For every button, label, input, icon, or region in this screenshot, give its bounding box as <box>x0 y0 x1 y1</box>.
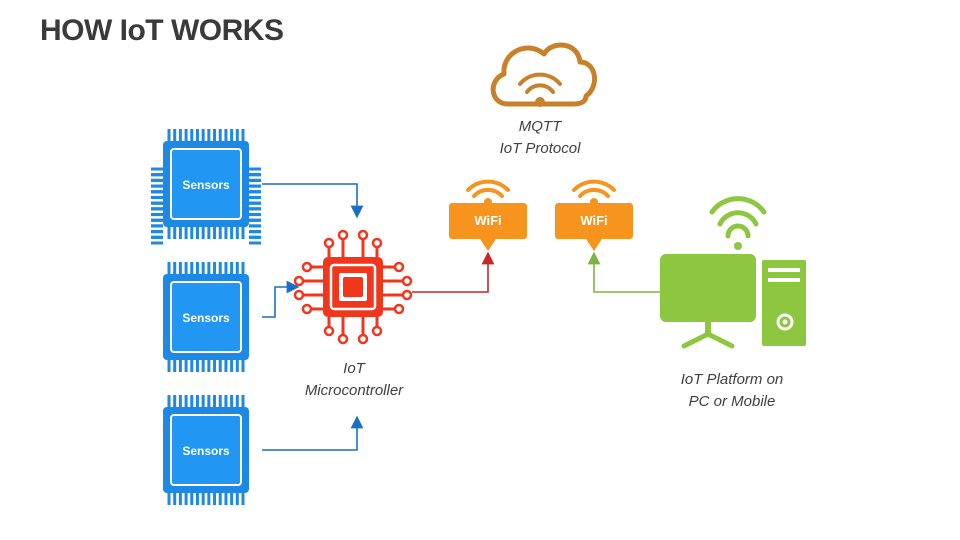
link-micro-to-wifi <box>412 251 495 293</box>
cloud-label-line2: IoT Protocol <box>499 140 581 157</box>
computer-icon <box>660 196 806 349</box>
link-sensor1-to-micro <box>262 183 364 219</box>
sensor-label: Sensors <box>182 311 230 325</box>
wifi-signal-icon <box>555 179 633 251</box>
link-pc-to-wifi <box>587 251 660 293</box>
link-sensor2-to-micro <box>262 280 300 318</box>
platform-label-line2: PC or Mobile <box>688 393 776 410</box>
microcontroller-chip-icon <box>293 229 413 345</box>
sensor-label: Sensors <box>182 444 230 458</box>
microcontroller-label-line2: Microcontroller <box>304 382 404 399</box>
microcontroller-label: IoT Microcontroller <box>254 358 454 402</box>
page-title: HOW IoT WORKS <box>40 14 284 47</box>
wifi-signal-icon <box>449 179 527 251</box>
platform-label: IoT Platform on PC or Mobile <box>632 369 832 413</box>
cloud-wifi-icon <box>490 42 597 107</box>
sensor-chip-icon <box>151 167 261 505</box>
wifi-label: WiFi <box>474 213 502 228</box>
microcontroller-label-line1: IoT <box>343 360 365 377</box>
sensor-label: Sensors <box>182 178 230 192</box>
cloud-label-line1: MQTT <box>518 118 562 135</box>
link-sensor3-to-micro <box>262 415 364 451</box>
cloud-label: MQTT IoT Protocol <box>440 116 640 160</box>
wifi-label: WiFi <box>580 213 608 228</box>
platform-label-line1: IoT Platform on <box>680 371 784 388</box>
